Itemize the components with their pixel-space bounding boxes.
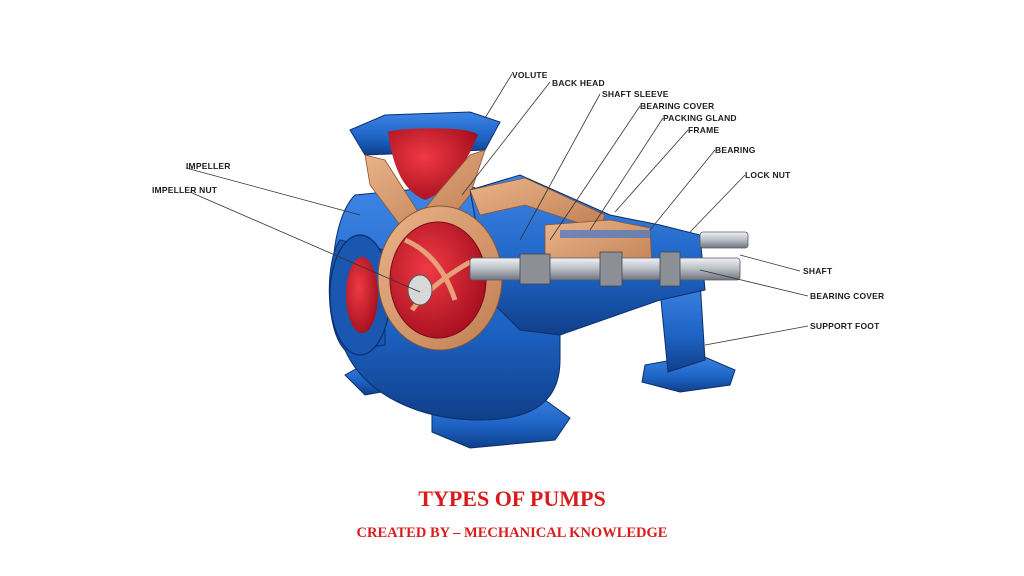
label-frame: FRAME xyxy=(688,125,720,135)
label-shaft-sleeve: SHAFT SLEEVE xyxy=(602,89,669,99)
label-bearing-cover-right: BEARING COVER xyxy=(810,291,885,301)
label-bearing-cover-top: BEARING COVER xyxy=(640,101,715,111)
label-shaft: SHAFT xyxy=(803,266,833,276)
label-lock-nut: LOCK NUT xyxy=(745,170,791,180)
leader-lines xyxy=(185,73,809,346)
label-support-foot: SUPPORT FOOT xyxy=(810,321,880,331)
label-packing-gland: PACKING GLAND xyxy=(663,113,737,123)
label-bearing: BEARING xyxy=(715,145,756,155)
label-impeller-nut: IMPELLER NUT xyxy=(152,185,218,195)
page-title: TYPES OF PUMPS xyxy=(418,486,606,511)
page-subtitle: CREATED BY – MECHANICAL KNOWLEDGE xyxy=(356,525,668,541)
label-impeller: IMPELLER xyxy=(186,161,231,171)
label-back-head: BACK HEAD xyxy=(552,78,605,88)
shaft xyxy=(469,231,749,287)
label-volute: VOLUTE xyxy=(512,70,548,80)
